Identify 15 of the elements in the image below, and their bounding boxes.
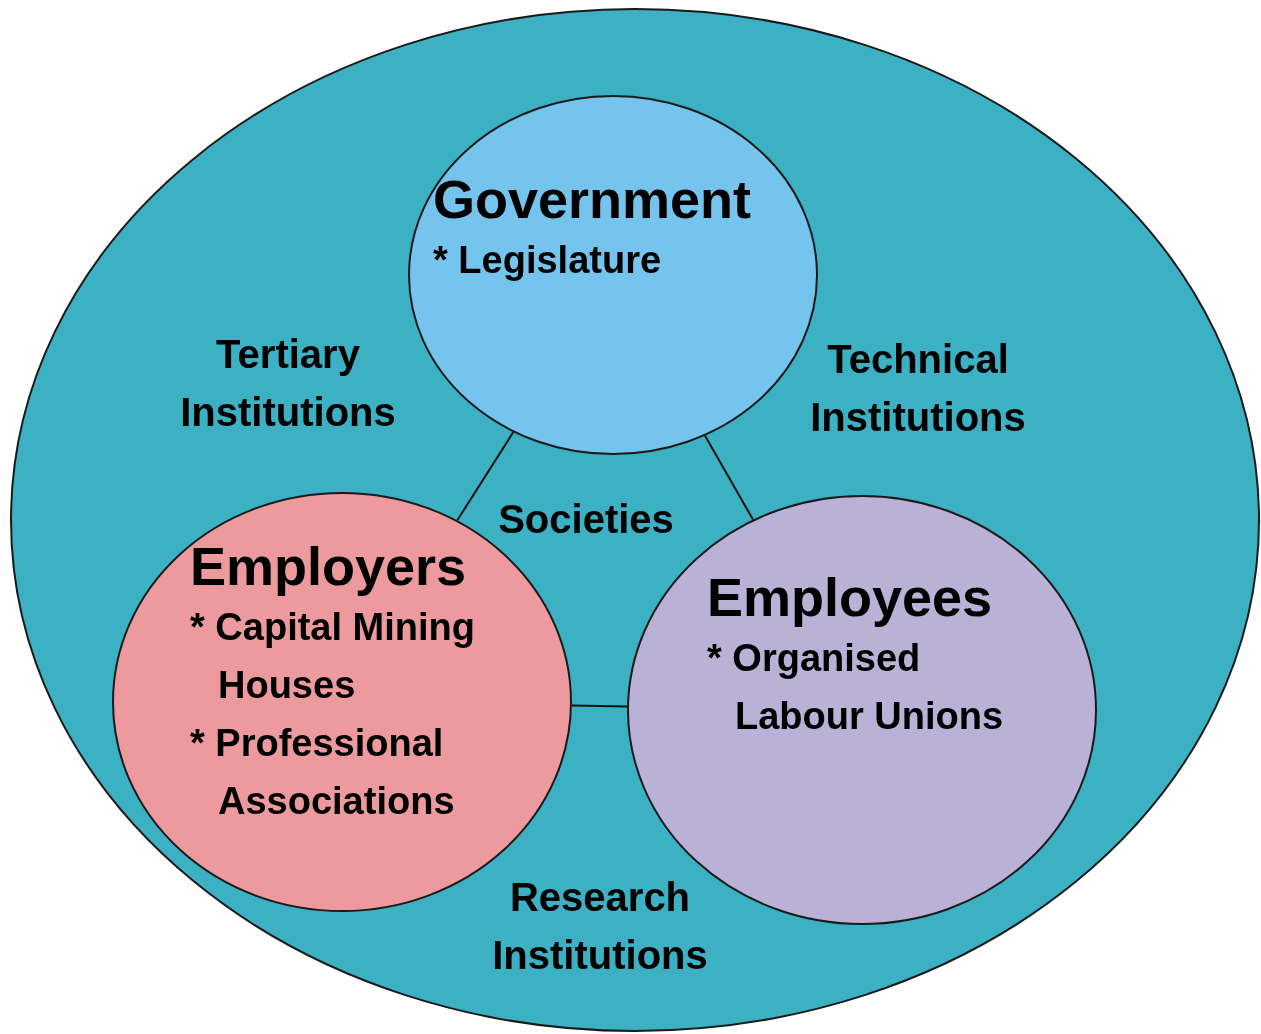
node-heading: Employers bbox=[190, 535, 468, 598]
region-label: Research Institutions bbox=[491, 874, 709, 979]
region-label: Tertiary Institutions bbox=[179, 331, 397, 436]
connector-line bbox=[704, 434, 754, 521]
node-item: * Legislature bbox=[433, 238, 663, 283]
ellipse-region bbox=[10, 8, 1260, 1032]
connector-line bbox=[570, 704, 629, 708]
node-item: * Organised Labour Unions bbox=[707, 636, 1005, 739]
node-item: * Professional Associations bbox=[190, 721, 456, 824]
node-item: * Capital Mining Houses bbox=[190, 605, 476, 708]
region-label: Societies bbox=[497, 496, 675, 543]
connector-line bbox=[456, 431, 515, 522]
node-heading: Government bbox=[433, 168, 753, 231]
region-label: Technical Institutions bbox=[809, 336, 1027, 441]
node-heading: Employees bbox=[707, 566, 994, 629]
